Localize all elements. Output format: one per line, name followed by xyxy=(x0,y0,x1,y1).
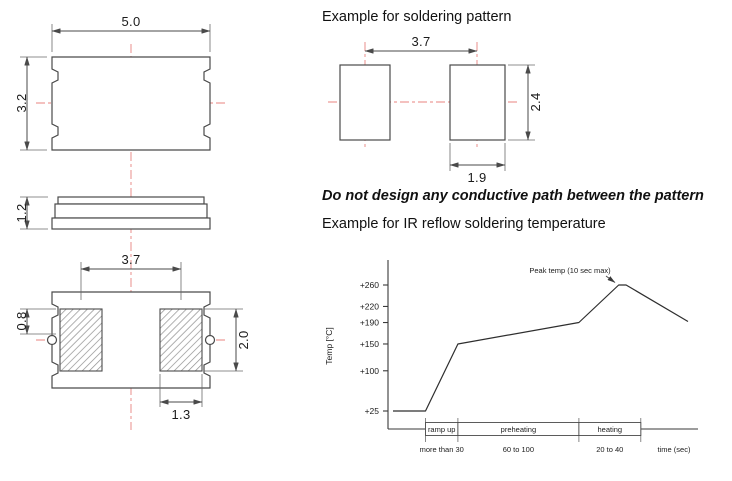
preheating-duration: 60 to 100 xyxy=(503,445,534,454)
top-view-outline xyxy=(51,56,211,151)
top-view-width-label: 5.0 xyxy=(122,14,141,29)
ramp-up-duration: more than 30 xyxy=(420,445,464,454)
pattern-pad-width-label: 1.9 xyxy=(468,170,487,185)
y-tick-group: +260 +220 +190 +150 +100 +25 xyxy=(360,280,388,416)
x-axis-label: time (sec) xyxy=(658,445,691,454)
pattern-pitch-label: 3.7 xyxy=(412,34,431,49)
side-view-height-label: 1.2 xyxy=(14,204,29,223)
bottom-view-pad-height-label: 2.0 xyxy=(236,331,251,350)
right-solder-pad xyxy=(159,308,203,372)
left-solder-pad xyxy=(59,308,103,372)
bottom-view: 3.7 0.8 2.0 1.3 xyxy=(14,252,251,422)
y-tick-label: +100 xyxy=(360,366,379,376)
y-axis-label: Temp [°C] xyxy=(324,327,334,364)
left-land-pad xyxy=(339,64,391,141)
reflow-temperature-chart: Temp [°C] +260 +220 +190 +150 +100 +25 Peak t… xyxy=(324,260,698,454)
peak-annotation: Peak temp (10 sec max) xyxy=(529,266,611,275)
side-view-lid xyxy=(57,196,205,205)
side-view-base xyxy=(51,217,211,230)
right-land-pad xyxy=(449,64,506,141)
y-tick-label: +260 xyxy=(360,280,379,290)
top-view-height-label: 3.2 xyxy=(14,94,29,113)
heating-duration: 20 to 40 xyxy=(596,445,623,454)
reflow-title: Example for IR reflow soldering temperat… xyxy=(322,216,606,232)
side-view-body xyxy=(54,203,208,219)
y-tick-label: +220 xyxy=(360,301,379,311)
soldering-pattern-title: Example for soldering pattern xyxy=(322,9,512,25)
package-drawing: 5.0 3.2 1.2 3.7 xyxy=(14,14,251,430)
soldering-pattern-drawing: 3.7 2.4 1.9 xyxy=(328,34,543,185)
right-castellation-notch xyxy=(204,334,216,346)
preheating-label: preheating xyxy=(501,425,536,434)
y-tick-label: +190 xyxy=(360,318,379,328)
left-castellation-notch xyxy=(46,334,58,346)
top-view: 5.0 3.2 xyxy=(14,14,226,151)
bottom-view-edge-dim-label: 0.8 xyxy=(14,312,29,331)
conductive-path-warning: Do not design any conductive path betwee… xyxy=(322,188,704,204)
heating-label: heating xyxy=(597,425,622,434)
temperature-profile-line xyxy=(393,284,689,412)
y-tick-label: +150 xyxy=(360,339,379,349)
bottom-view-pitch-label: 3.7 xyxy=(122,252,141,267)
pattern-pad-height-label: 2.4 xyxy=(528,93,543,112)
bottom-view-pad-width-label: 1.3 xyxy=(172,407,191,422)
side-view: 1.2 xyxy=(14,196,211,230)
heating-box xyxy=(578,422,642,436)
peak-arrow xyxy=(605,275,616,283)
y-tick-label: +25 xyxy=(365,406,380,416)
ramp-up-label: ramp up xyxy=(428,425,456,434)
